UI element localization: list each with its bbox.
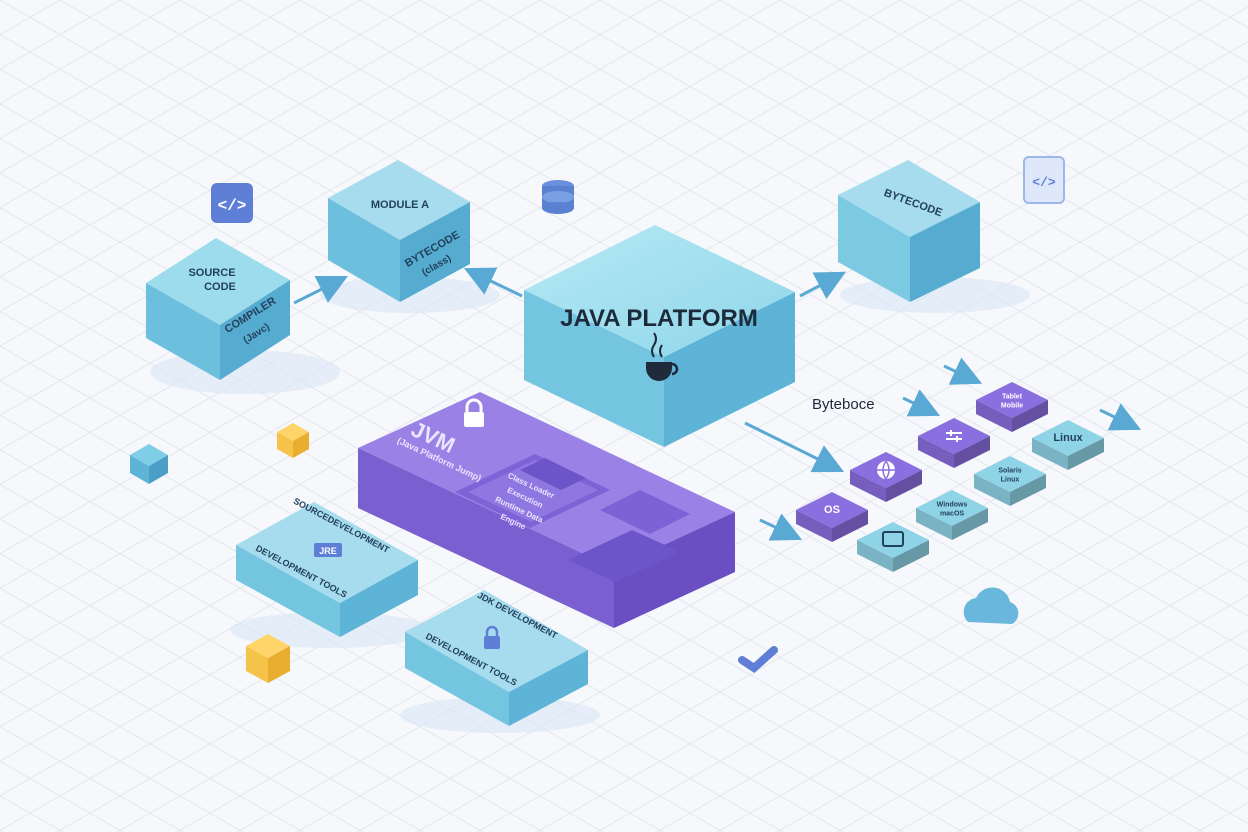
code-brackets-icon: </> [211,183,253,223]
module-a-label: MODULE A [371,199,429,211]
platform-tile [850,452,922,502]
small-yellow-cube-top [277,423,309,458]
platform-tile: Windows macOS [916,490,988,540]
code-label: CODE [204,281,236,293]
platform-tile-label: Mobile [1001,403,1023,410]
jre-dev-tools-block: SOURCEDEVELOPMENT JRE DEVELOPMENT TOOLS [230,496,430,648]
bytecode-cube: BYTECODE [838,160,1030,313]
cloud-icon [963,587,1019,624]
platform-tile-label: Tablet [1002,394,1023,401]
database-icon [542,180,574,214]
platform-tile-label: Solaris [998,468,1021,475]
module-a-cube: MODULE A BYTECODE (class) [320,160,500,313]
code-file-icon: </> [1023,156,1065,204]
source-label: SOURCE [188,267,235,279]
platform-tile-label: Linux [1053,432,1083,444]
flow-arrows [293,267,1142,541]
jre-badge: JRE [319,546,337,556]
globe-icon [877,460,895,480]
platform-tile [857,522,929,572]
svg-text:</>: </> [1032,175,1056,190]
platform-tile-label: Windows [937,502,968,509]
platform-tile: Linux [1032,420,1104,470]
lock-icon [464,398,484,427]
jvm-block: JVM (Java Platform Jump) Class Loader Ex… [358,392,735,628]
java-platform-block: JAVA PLATFORM [524,225,795,447]
svg-text:</>: </> [218,197,247,215]
java-platform-title: JAVA PLATFORM [560,305,758,332]
small-yellow-cube-bottom [246,634,290,683]
check-icon [738,646,778,674]
lock-small-icon [484,625,500,649]
small-teal-cube [130,444,168,484]
bytecode-floating-label: Byteboce [812,396,875,413]
source-code-cube: SOURCE CODE COMPILER (Javc) [146,238,340,394]
platform-tile-label: OS [824,504,840,516]
tablet-icon [882,531,904,547]
coffee-cup-icon [646,332,679,381]
platform-tile: OS [796,492,868,542]
platform-tile-label: Linux [1001,477,1020,484]
sliders-icon [946,430,962,442]
platform-tile [918,418,990,468]
platform-tile-label: macOS [940,511,964,518]
